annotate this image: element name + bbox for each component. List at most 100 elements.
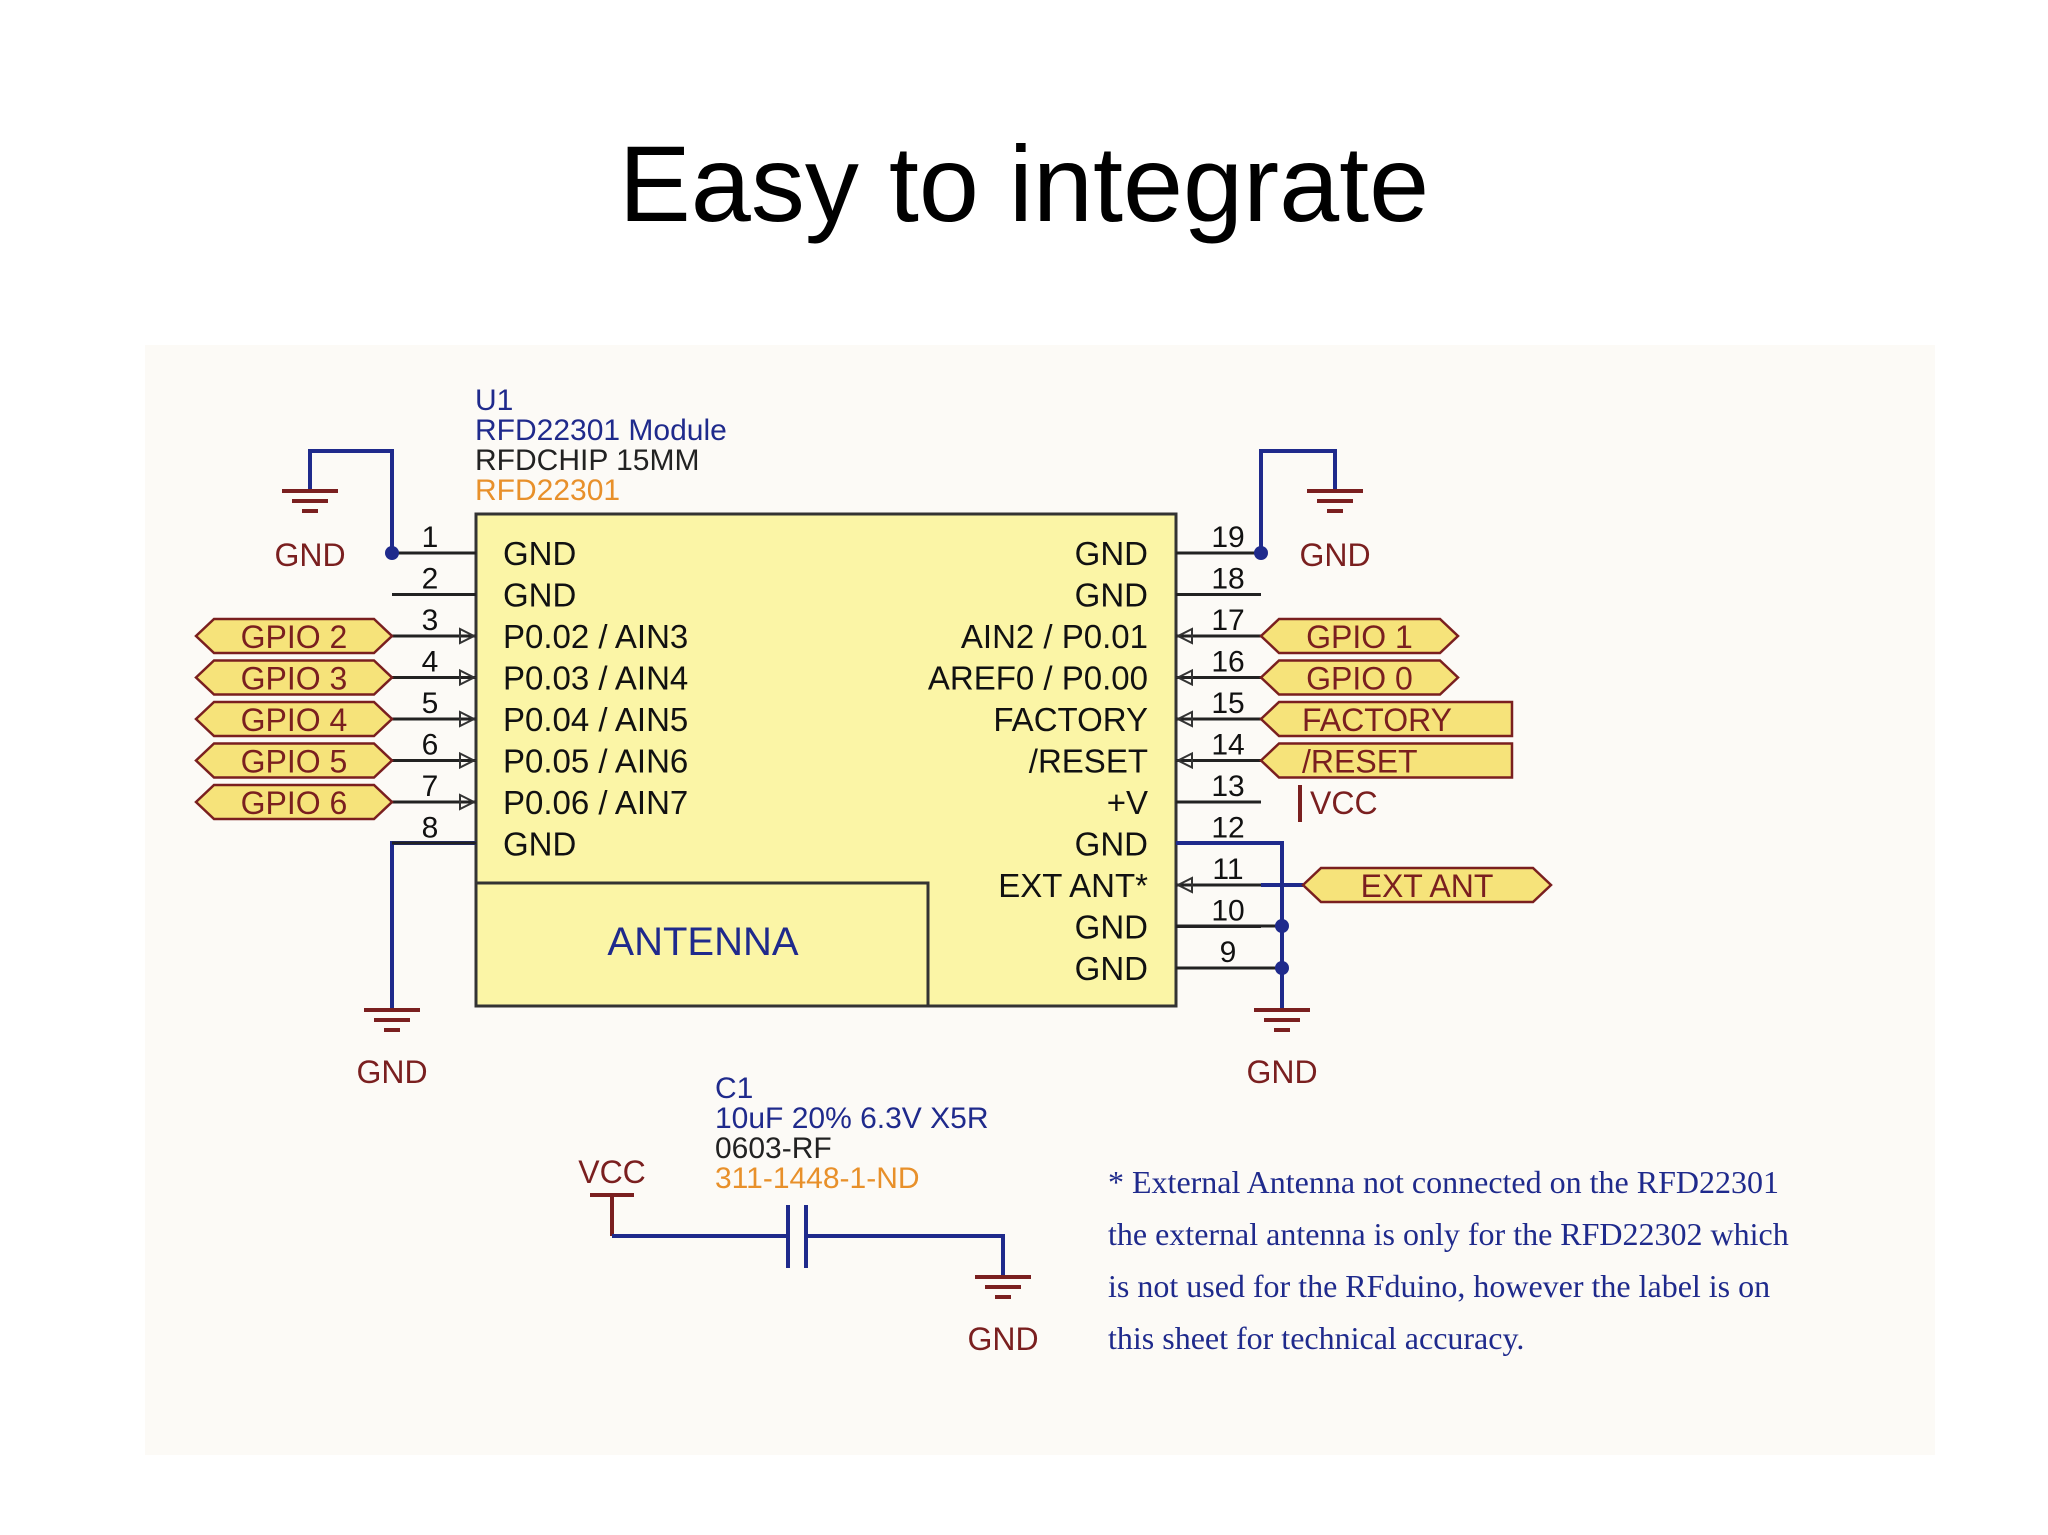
left-pin-name-1: GND [503,535,576,572]
left-pin-arrow-5 [459,710,477,728]
left-pin-number-7: 7 [422,770,439,803]
right-pin-name-14: /RESET [1029,743,1148,780]
right-pin-number-10: 10 [1211,895,1244,928]
c1-value: 10uF 20% 6.3V X5R [715,1102,989,1135]
left-pin-number-6: 6 [422,729,439,762]
right-pin-name-19: GND [1075,535,1148,572]
right-pin-arrow-16 [1175,668,1193,687]
port-gpio-6 [194,783,394,821]
left-pin-number-5: 5 [422,687,439,720]
port-gpio-0 [1259,659,1460,696]
port-label-reset: /RESET [1302,744,1418,780]
left-bottom-gnd-net: GND [356,841,476,1090]
u1-name: RFD22301 Module [475,414,727,447]
u1-designator: U1 [475,384,513,417]
left-pin-arrow-3 [459,627,477,645]
port-gpio-1 [1259,617,1460,655]
left-pin-number-2: 2 [422,563,439,596]
port-gpio-3 [194,659,394,696]
antenna-region [474,881,930,1008]
right-pin-number-19: 19 [1211,521,1244,554]
left-pin-name-2: GND [503,577,576,614]
c1-footprint: 0603-RF [715,1132,832,1165]
pin13-vcc: VCC [1298,785,1378,822]
vcc-label-pin13: VCC [1310,785,1378,821]
port-label-gpio-3: GPIO 3 [241,661,348,697]
c1-part-number: 311-1448-1-ND [715,1162,920,1195]
right-pin-name-13: +V [1107,784,1148,821]
right-pin-number-17: 17 [1211,604,1244,637]
port-label-factory: FACTORY [1302,702,1452,738]
left-pin-name-4: P0.03 / AIN4 [503,660,688,697]
port-gpio-4 [194,700,394,738]
right-pin-name-17: AIN2 / P0.01 [961,618,1148,655]
antenna-label: ANTENNA [607,920,798,964]
left-pin-arrow-6 [459,751,477,770]
c1-designator: C1 [715,1072,753,1105]
right-pin-arrow-11 [1175,876,1193,894]
port-label-gpio-6: GPIO 6 [241,785,348,821]
right-pin-name-18: GND [1075,577,1148,614]
right-pin-arrow-14 [1175,751,1193,770]
left-pin-name-3: P0.02 / AIN3 [503,618,688,655]
left-pin-arrow-7 [459,793,477,811]
gnd-label-left-top: GND [274,537,345,573]
right-pin-arrow-17 [1175,627,1193,645]
left-top-gnd-net: GND [274,449,476,573]
right-pin-number-16: 16 [1211,646,1244,679]
gnd-label-c1: GND [967,1321,1038,1357]
right-pin-name-9: GND [1075,950,1148,987]
right-pin-number-14: 14 [1211,729,1244,762]
port-label-gpio-2: GPIO 2 [241,619,348,655]
right-pin-name-12: GND [1075,826,1148,863]
u1-part-number: RFD22301 [475,474,620,507]
right-pin-number-9: 9 [1220,936,1237,969]
page-title: Easy to integrate [618,123,1430,244]
gnd-label-right-bottom: GND [1246,1054,1317,1090]
vcc-label-c1: VCC [578,1154,646,1190]
left-pin-number-3: 3 [422,604,439,637]
note-line-1: * External Antenna not connected on the … [1108,1164,1779,1200]
left-pin-name-8: GND [503,826,576,863]
right-pin-number-11: 11 [1212,853,1243,886]
port-label-gpio-1: GPIO 1 [1306,619,1413,655]
port-factory [1259,700,1514,738]
port-label-gpio-0: GPIO 0 [1306,661,1413,697]
left-pin-number-4: 4 [422,646,439,679]
capacitor-c1: C1 10uF 20% 6.3V X5R 0603-RF 311-1448-1-… [578,1072,1038,1357]
left-pin-number-8: 8 [422,812,439,845]
left-pin-name-6: P0.05 / AIN6 [503,743,688,780]
left-pin-name-7: P0.06 / AIN7 [503,784,688,821]
note-line-2: the external antenna is only for the RFD… [1108,1216,1789,1252]
antenna-note: * External Antenna not connected on the … [1108,1164,1789,1356]
port-label-gpio-4: GPIO 4 [241,702,348,738]
port-label-ext-ant: EXT ANT [1361,868,1494,904]
right-top-gnd-net: GND [1254,449,1371,573]
left-pin-name-5: P0.04 / AIN5 [503,701,688,738]
note-line-4: this sheet for technical accuracy. [1108,1320,1524,1356]
note-line-3: is not used for the RFduino, however the… [1108,1268,1770,1304]
left-pin-arrow-4 [459,668,477,687]
port-gpio-5 [194,742,394,779]
right-pin-number-15: 15 [1211,687,1244,720]
gnd-label-right-top: GND [1299,537,1370,573]
left-pin-number-1: 1 [422,521,439,554]
port-label-gpio-5: GPIO 5 [241,744,348,780]
right-pin-arrow-15 [1175,710,1193,728]
right-bottom-gnd-net: GND [1176,841,1318,1090]
right-pin-name-10: GND [1075,909,1148,946]
port-ext-ant [1301,866,1553,904]
right-pin-name-15: FACTORY [993,701,1148,738]
right-pin-number-18: 18 [1211,563,1244,596]
gnd-label-left-bottom: GND [356,1054,427,1090]
port-reset [1259,742,1514,779]
right-pin-number-12: 12 [1211,812,1244,845]
right-pin-number-13: 13 [1211,770,1244,803]
right-pin-name-16: AREF0 / P0.00 [928,660,1148,697]
right-pin-name-11: EXT ANT* [998,867,1148,904]
port-gpio-2 [194,617,394,655]
u1-footprint: RFDCHIP 15MM [475,444,699,477]
